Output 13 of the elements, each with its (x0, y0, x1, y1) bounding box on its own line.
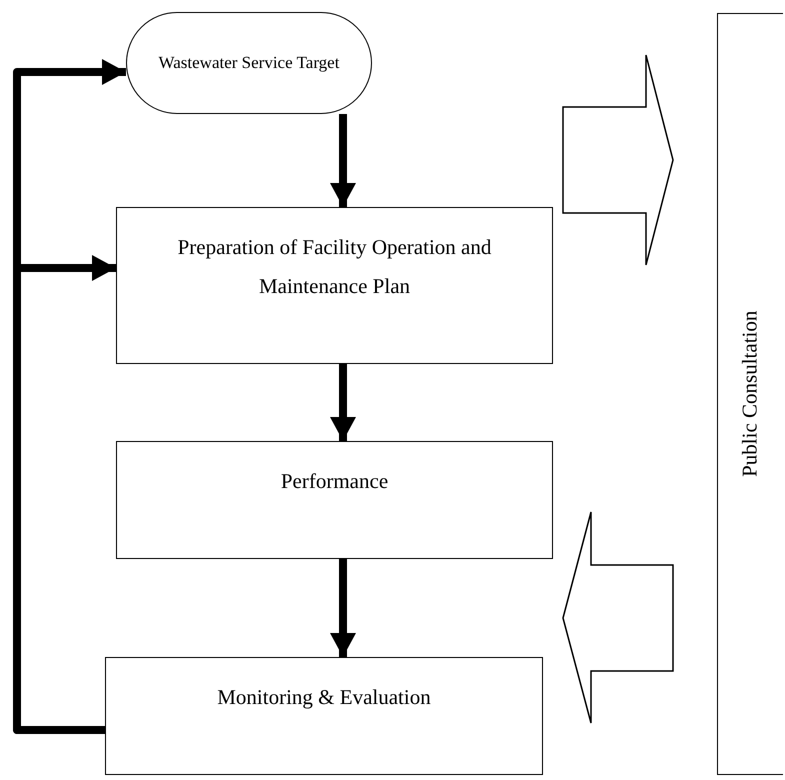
process-box (116, 207, 553, 364)
node-text: Performance (280, 468, 388, 495)
arrow (330, 364, 356, 441)
arrow (330, 559, 356, 657)
node-text: Public Consultation (736, 310, 763, 478)
process-box (717, 13, 783, 775)
node-text: Monitoring & Evaluation (217, 684, 431, 711)
arrow (330, 114, 356, 207)
node-text: Wastewater Service Target (158, 52, 340, 74)
process-box (116, 441, 553, 559)
process-box (105, 657, 543, 775)
arrow (13, 255, 116, 734)
node-text: Preparation of Facility Operation and Maintenance Plan (176, 234, 492, 300)
